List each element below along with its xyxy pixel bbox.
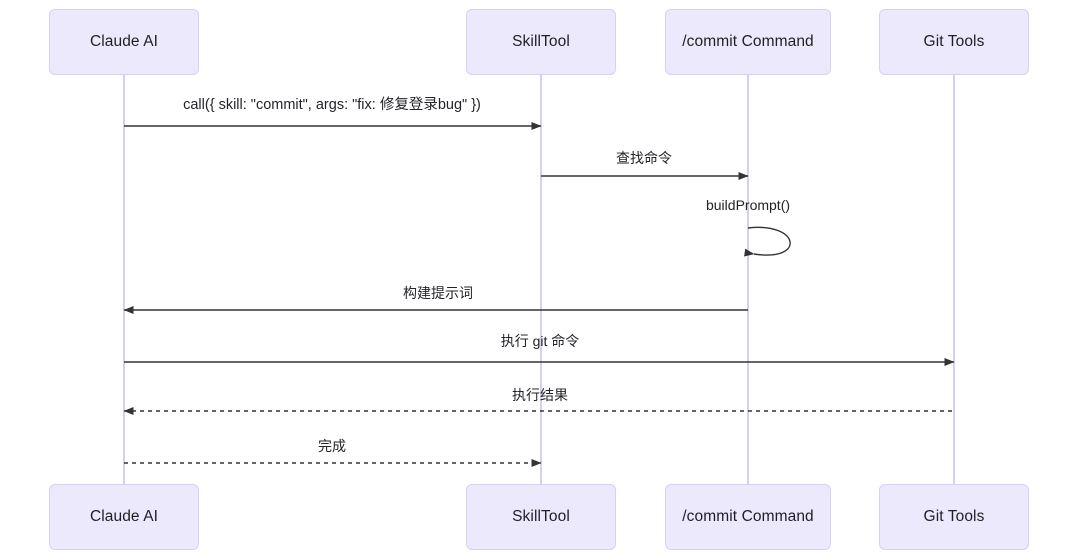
message-label-find-command: 查找命令 bbox=[616, 150, 672, 166]
participant-label: Git Tools bbox=[923, 33, 985, 50]
message-label-build-prompt-result: 构建提示词 bbox=[403, 285, 473, 301]
participant-label: Claude AI bbox=[89, 33, 159, 50]
participant-label: /commit Command bbox=[682, 508, 814, 525]
participant-bottom-claude-ai[interactable]: Claude AI bbox=[49, 484, 199, 550]
participant-bottom-git-tools[interactable]: Git Tools bbox=[879, 484, 1029, 550]
participant-top-skilltool[interactable]: SkillTool bbox=[466, 9, 616, 75]
participant-label: Claude AI bbox=[89, 508, 159, 525]
participant-bottom-commit-command[interactable]: /commit Command bbox=[665, 484, 831, 550]
participant-label: SkillTool bbox=[512, 508, 570, 525]
message-label-call: call({ skill: "commit", args: "fix: 修复登录… bbox=[183, 97, 481, 113]
lifelines-group bbox=[123, 75, 955, 484]
message-label-exec-git: 执行 git 命令 bbox=[500, 333, 580, 349]
message-label-done: 完成 bbox=[318, 438, 346, 454]
message-label-exec-result: 执行结果 bbox=[512, 387, 568, 403]
message-label-build-prompt: buildPrompt() bbox=[705, 197, 791, 213]
participant-label: /commit Command bbox=[682, 33, 814, 50]
participant-label: Git Tools bbox=[923, 508, 985, 525]
participant-top-commit-command[interactable]: /commit Command bbox=[665, 9, 831, 75]
participant-label: SkillTool bbox=[512, 33, 570, 50]
participant-bottom-skilltool[interactable]: SkillTool bbox=[466, 484, 616, 550]
message-arrow-build-prompt-selfloop bbox=[744, 226, 791, 257]
participant-top-claude-ai[interactable]: Claude AI bbox=[49, 9, 199, 75]
participant-top-git-tools[interactable]: Git Tools bbox=[879, 9, 1029, 75]
messages-group bbox=[123, 122, 955, 467]
